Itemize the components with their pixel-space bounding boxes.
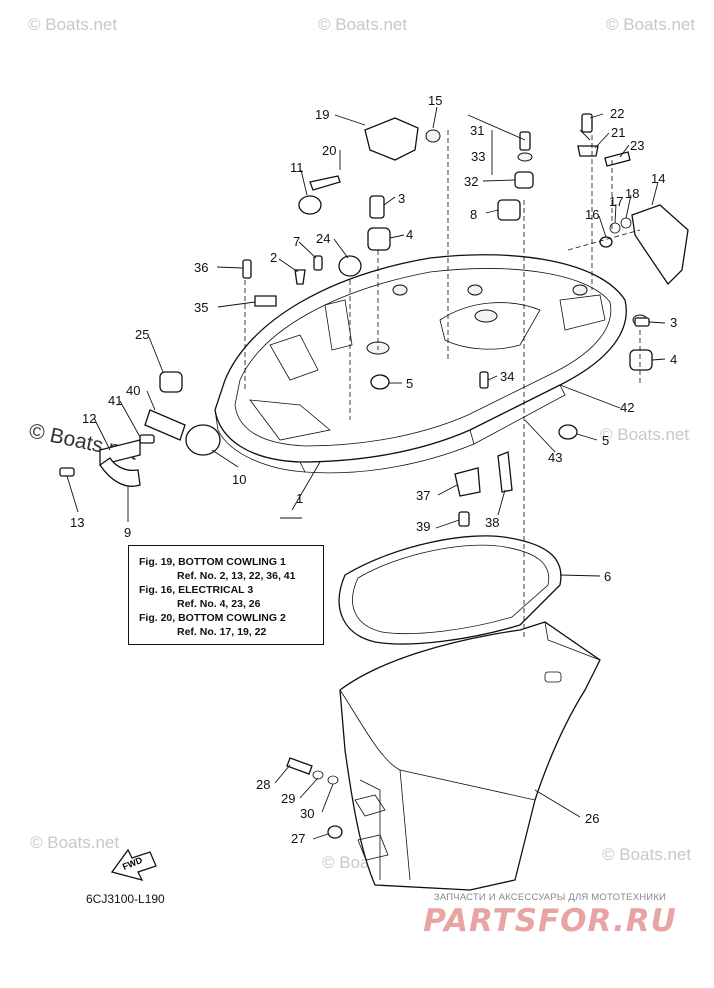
watermark: © Boats.net [600, 425, 689, 444]
callout-32: 32 [464, 174, 478, 189]
callout-7: 7 [293, 234, 300, 249]
small-parts [59, 113, 689, 839]
watermark: © Boats.net [606, 15, 695, 34]
callout-12: 12 [82, 411, 96, 426]
callout-16: 16 [585, 207, 599, 222]
callout-14: 14 [651, 171, 665, 186]
watermark: © Boats.net [602, 845, 691, 864]
fwd-arrow: FWD [110, 848, 157, 881]
reference-ref-line: Ref. No. 17, 19, 22 [177, 626, 267, 638]
callout-20: 20 [322, 143, 336, 158]
callout-5: 5 [406, 376, 413, 391]
callout-24: 24 [316, 231, 330, 246]
callout-17: 17 [609, 194, 623, 209]
callout-21: 21 [611, 125, 625, 140]
callout-18: 18 [625, 186, 639, 201]
callout-35: 35 [194, 300, 208, 315]
callout-labels: 1 2 3 3 4 4 5 5 6 7 8 9 10 11 12 13 14 1… [70, 93, 677, 846]
assembly-lines [244, 130, 641, 640]
gasket [338, 535, 562, 645]
callout-27: 27 [291, 831, 305, 846]
callout-33: 33 [471, 149, 485, 164]
callout-29: 29 [281, 791, 295, 806]
callout-26: 26 [585, 811, 599, 826]
callout-22: 22 [610, 106, 624, 121]
callout-40: 40 [126, 383, 140, 398]
watermark: © Boats.net [30, 833, 119, 852]
callout-42: 42 [620, 400, 634, 415]
callout-30: 30 [300, 806, 314, 821]
callout-15: 15 [428, 93, 442, 108]
reference-ref-line: Ref. No. 2, 13, 22, 36, 41 [177, 570, 296, 582]
callout-2: 2 [270, 250, 277, 265]
callout-4: 4 [406, 227, 413, 242]
leader-lines [66, 106, 666, 840]
callout-11: 11 [290, 160, 304, 175]
reference-box: Fig. 19, BOTTOM COWLING 1 Ref. No. 2, 13… [128, 545, 324, 645]
watermark: © Boats.net [28, 15, 117, 34]
callout-10: 10 [232, 472, 246, 487]
callout-9: 9 [124, 525, 131, 540]
brand-block: ЗАПЧАСТИ И АКСЕССУАРЫ ДЛЯ МОТОТЕХНИКИ PA… [402, 892, 698, 939]
callout-43: 43 [548, 450, 562, 465]
watermark: © Boats.net [318, 15, 407, 34]
reference-fig-line: Fig. 16, ELECTRICAL 3 [139, 584, 254, 596]
brand-tagline: ЗАПЧАСТИ И АКСЕССУАРЫ ДЛЯ МОТОТЕХНИКИ [433, 892, 667, 903]
callout-34: 34 [500, 369, 514, 384]
callout-19: 19 [315, 107, 329, 122]
callout-39: 39 [416, 519, 430, 534]
bottom-cowling-tray [214, 254, 648, 474]
callout-8: 8 [470, 207, 477, 222]
callout-38: 38 [485, 515, 499, 530]
callout-13: 13 [70, 515, 84, 530]
callout-1: 1 [296, 491, 303, 506]
callout-6: 6 [604, 569, 611, 584]
callout-25: 25 [135, 327, 149, 342]
callout-5: 5 [602, 433, 609, 448]
diagram-code: 6CJ3100-L190 [86, 892, 165, 906]
callout-37: 37 [416, 488, 430, 503]
callout-3: 3 [670, 315, 677, 330]
callout-41: 41 [108, 393, 122, 408]
lower-cowling [339, 621, 601, 891]
reference-ref-line: Ref. No. 4, 23, 26 [177, 598, 261, 610]
callout-31: 31 [470, 123, 484, 138]
brand-logo: PARTSFOR.RU [423, 903, 677, 939]
callout-3: 3 [398, 191, 405, 206]
callout-36: 36 [194, 260, 208, 275]
reference-fig-line: Fig. 19, BOTTOM COWLING 1 [139, 556, 286, 568]
reference-fig-line: Fig. 20, BOTTOM COWLING 2 [139, 612, 286, 624]
callout-4: 4 [670, 352, 677, 367]
callout-28: 28 [256, 777, 270, 792]
callout-23: 23 [630, 138, 644, 153]
